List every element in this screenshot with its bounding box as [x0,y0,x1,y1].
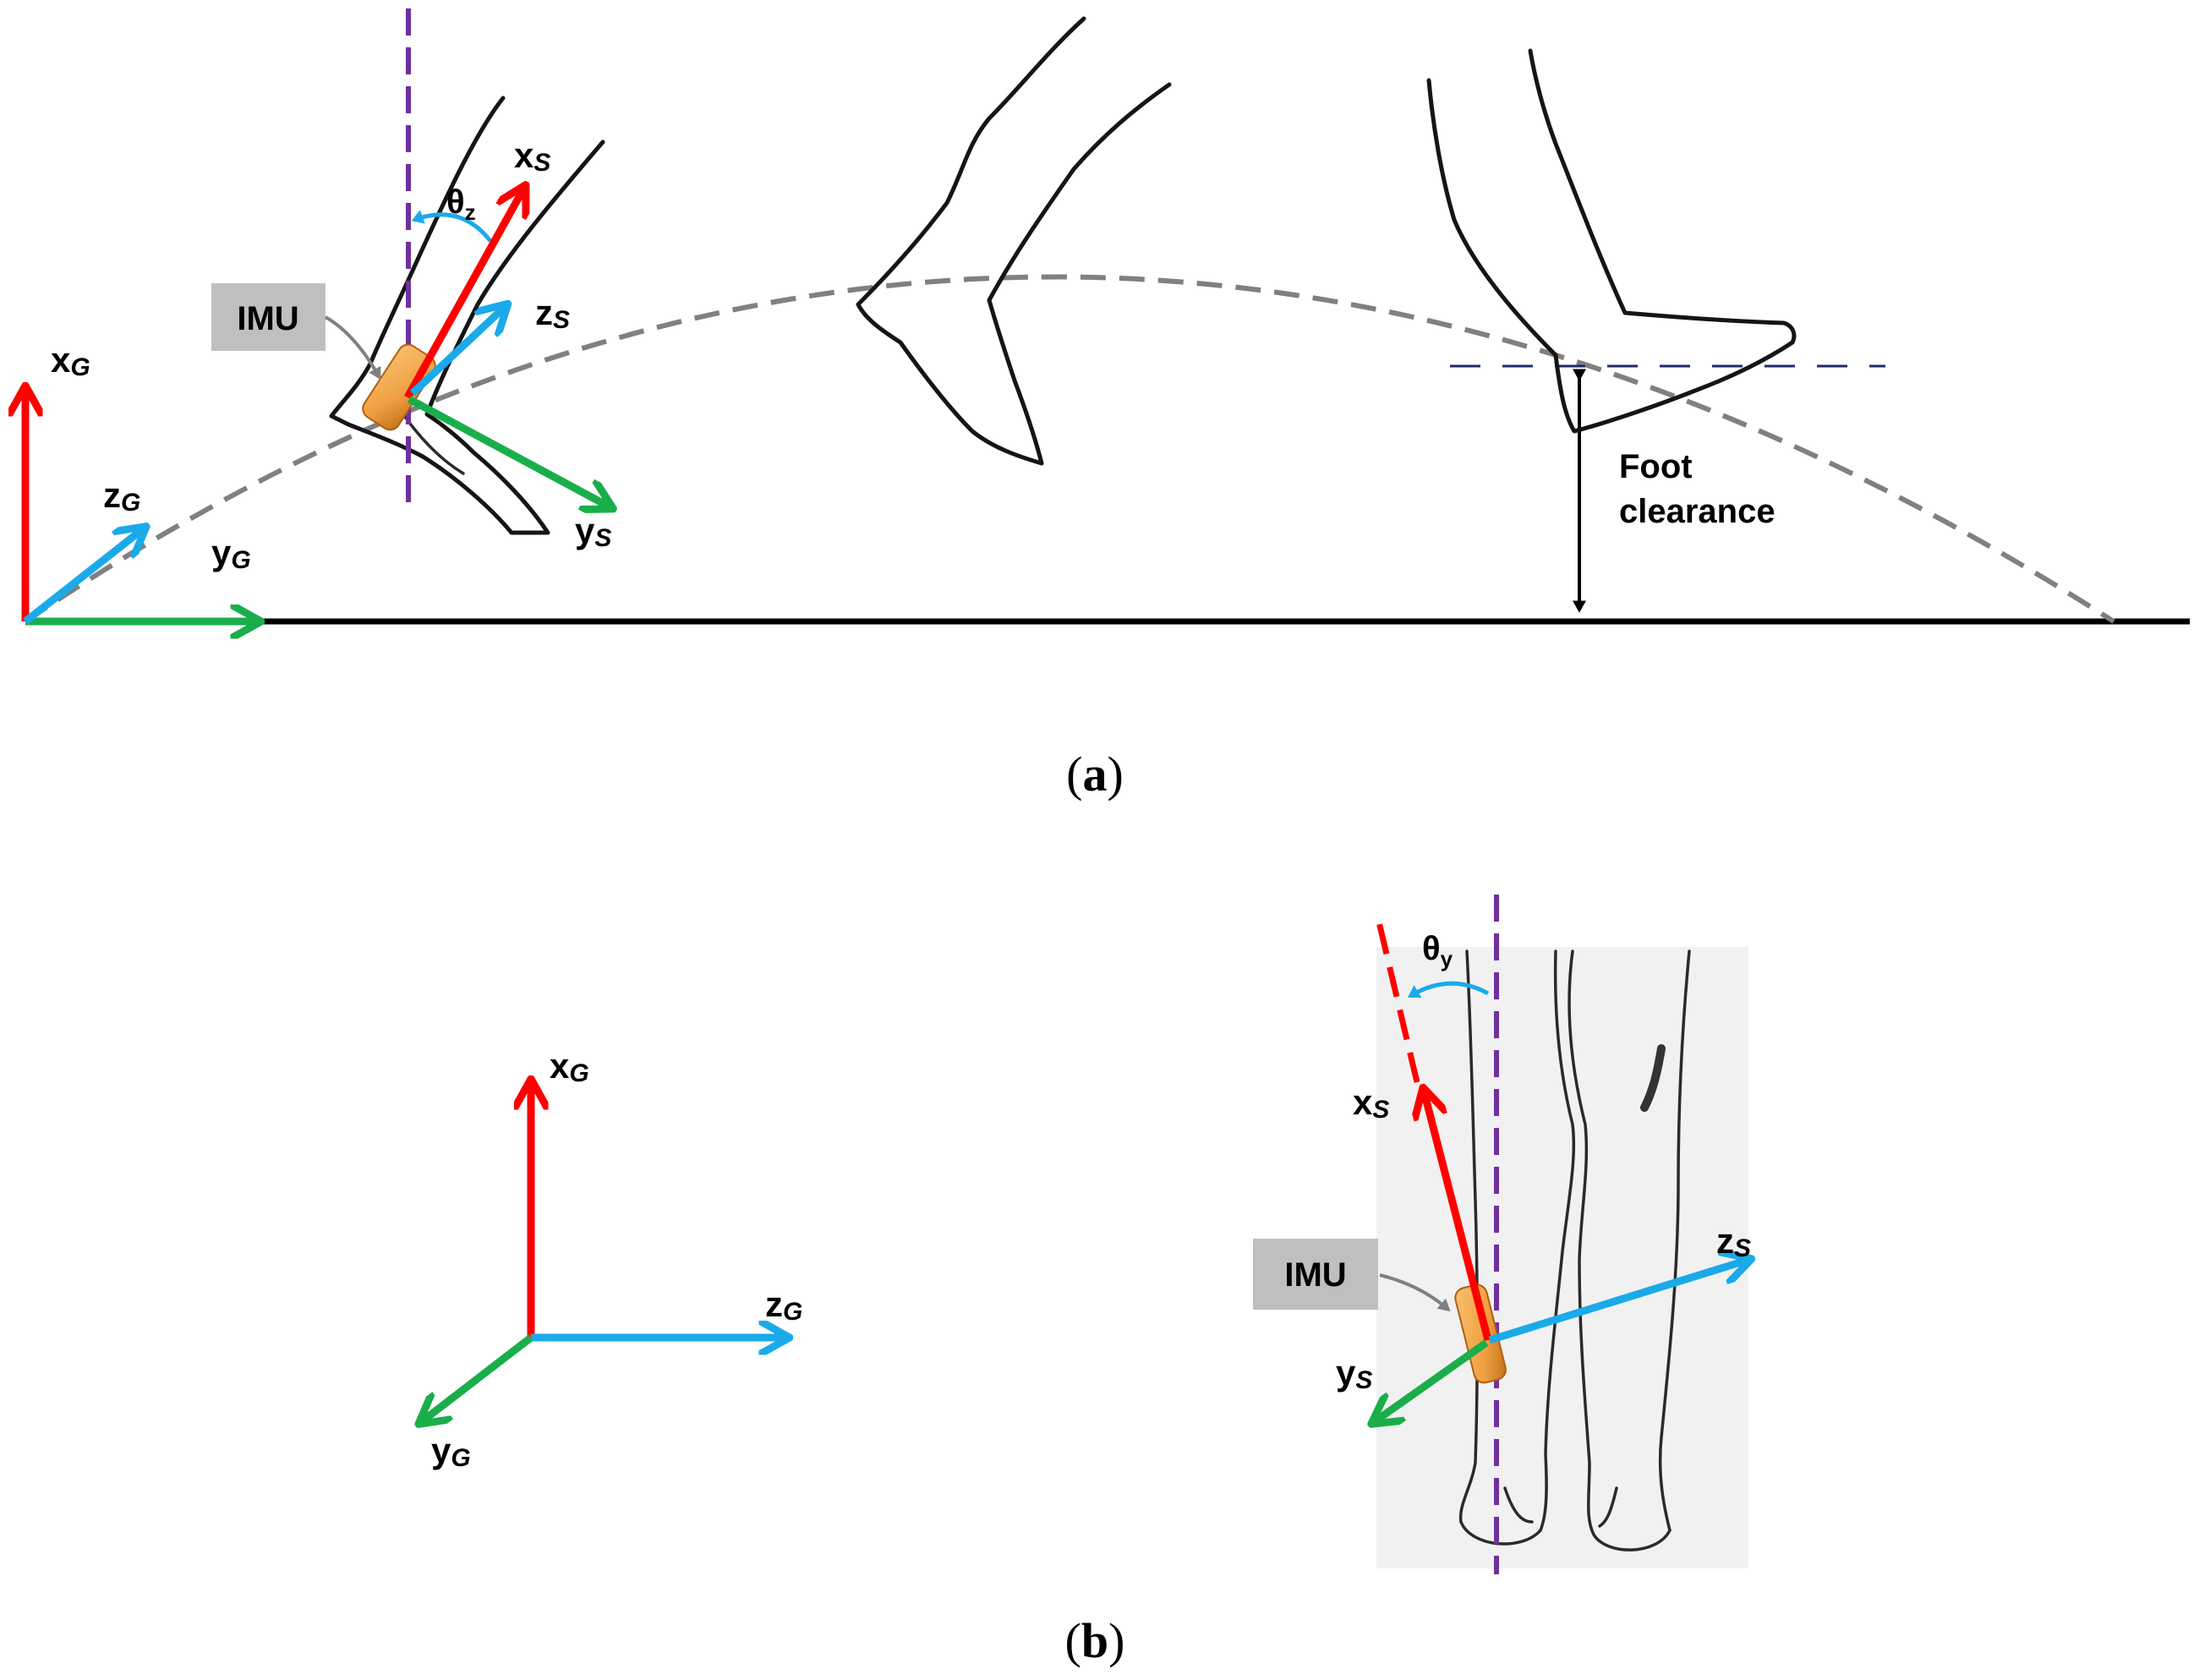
global-z-label-a: zG [103,475,140,517]
imu-label-b: IMU [1284,1256,1346,1294]
theta-z-label: θz [446,183,476,225]
caption-a: (a) [1066,747,1124,802]
global-x-label-a: xG [51,340,90,381]
global-y-label-a: yG [211,533,251,574]
imu-label-box-b [1253,1239,1378,1310]
theta-z-arc [411,210,492,243]
sensor-y-arrow-a [407,396,610,507]
sensor-y-arrow-b [1374,1339,1489,1422]
imu-pointer-b [1379,1273,1451,1312]
global-y-arrow-b [421,1334,533,1422]
sensor-x-arrow-b [1424,1091,1492,1342]
caption-b: (b) [1065,1613,1125,1668]
sensor-x-arrow-a [404,188,524,400]
theta-y-arc [1407,981,1490,999]
leg-heel-strike [1426,48,1797,434]
sensor-x-label-b: xS [1353,1082,1389,1124]
panel-a: θz xS zS yS IMU xG zG yG Foot clearance … [25,8,2190,802]
sensor-y-label-b: yS [1336,1353,1372,1394]
sensor-x-label-a: xS [514,135,550,177]
leg-mid-swing [856,16,1172,466]
global-z-arrow-a [23,528,144,625]
imu-label-a: IMU [237,300,298,337]
theta-y-label: θy [1422,930,1453,971]
foot-trajectory [24,274,2115,624]
imu-label-box-a [211,283,326,351]
sensor-z-arrow-b [1488,1260,1748,1344]
global-x-label-b: xG [550,1046,589,1087]
sensor-y-label-a: yS [575,511,611,552]
foot-clearance-label: Foot [1619,448,1693,485]
imu-sensor-b [1454,1283,1507,1384]
sensor-z-arrow-a [409,306,506,397]
sensor-x-extension-b [1373,911,1420,1083]
imu-sensor-a [362,343,436,431]
imu-pointer-a [325,315,381,380]
global-z-label-b: zG [765,1284,802,1326]
legs-front-view [1458,949,1691,1551]
panel-b: xG zG yG θy xS zS yS [421,895,1751,1668]
global-y-label-b: yG [431,1431,471,1472]
sensor-z-label-a: zS [535,293,570,334]
foot-clearance-label-2: clearance [1619,493,1775,530]
sensor-z-label-b: zS [1716,1221,1751,1262]
